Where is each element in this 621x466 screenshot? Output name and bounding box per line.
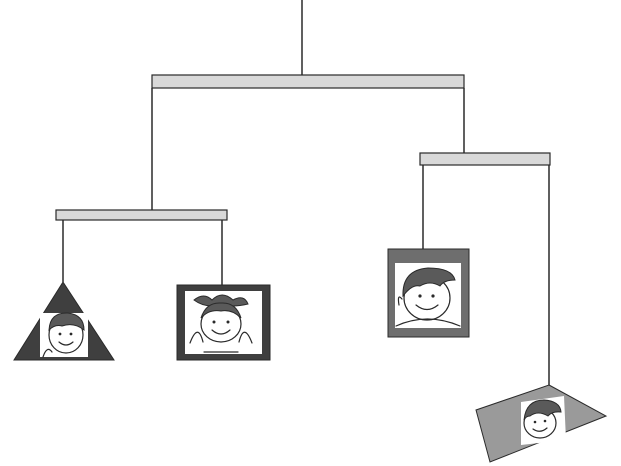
triangle-pendant — [14, 282, 114, 360]
boy-face-icon — [40, 313, 88, 357]
right-rod — [420, 153, 550, 165]
square-pendant-girl — [177, 285, 270, 360]
top-rod — [152, 75, 464, 88]
square-pendant-boy — [388, 249, 469, 337]
left-rod — [56, 210, 227, 220]
parallelogram-pendant — [476, 385, 606, 462]
